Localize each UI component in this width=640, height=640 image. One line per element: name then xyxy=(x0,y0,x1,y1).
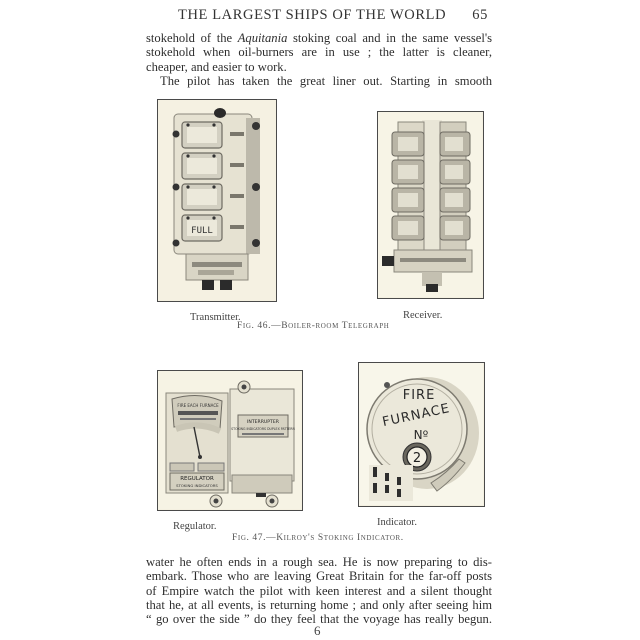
top-paragraph: stokehold of the Aquitania stoking coal … xyxy=(146,31,492,88)
running-head-title: THE LARGEST SHIPS OF THE WORLD xyxy=(178,7,447,23)
bottom-paragraph: water he often ends in a rough sea. He i… xyxy=(146,555,492,626)
text-line: stokehold when oil-burners are in use ; … xyxy=(146,45,492,60)
transmitter-photo: FULL xyxy=(157,99,277,302)
indicator-caption: Indicator. xyxy=(377,517,417,528)
svg-text:STOKING INDICATORS: STOKING INDICATORS xyxy=(176,483,218,488)
svg-text:FIRE: FIRE xyxy=(403,388,436,403)
svg-text:Nº: Nº xyxy=(414,428,429,442)
svg-text:FULL: FULL xyxy=(191,226,213,236)
indicator-photo: FIRE FURNACE Nº 2 xyxy=(358,362,485,507)
text-line: stokehold of the Aquitania stoking coal … xyxy=(146,31,492,45)
regulator-caption: Regulator. xyxy=(173,521,217,532)
running-head: THE LARGEST SHIPS OF THE WORLD 65 xyxy=(148,7,488,25)
svg-text:FIRE EACH FURNACE: FIRE EACH FURNACE xyxy=(177,403,219,408)
ship-name: Aquitania xyxy=(237,31,288,45)
figure-46-caption: Fig. 46.—Boiler-room Telegraph xyxy=(237,321,390,331)
transmitter-illustration: FULL xyxy=(158,100,275,300)
text-line: water he often ends in a rough sea. He i… xyxy=(146,555,492,569)
indicator-illustration: FIRE FURNACE Nº 2 xyxy=(359,363,483,505)
text-line: cheaper, and easier to work. xyxy=(146,59,287,74)
figure-47-caption: Fig. 47.—Kilroy's Stoking Indicator. xyxy=(232,533,404,543)
page-number: 65 xyxy=(472,7,488,23)
svg-text:STOKING INDICATORS DUPLEX PATT: STOKING INDICATORS DUPLEX PATTERN xyxy=(231,427,295,431)
svg-text:REGULATOR: REGULATOR xyxy=(180,476,214,482)
text-line: “ go over the side ” do they feel that t… xyxy=(146,612,492,627)
text-line: that he, at all events, is returning hom… xyxy=(146,597,492,612)
receiver-photo xyxy=(377,111,484,299)
text-line: embark. Those who are leaving Great Brit… xyxy=(146,569,492,584)
transmitter-caption: Transmitter. xyxy=(190,312,241,323)
folio-signature: 6 xyxy=(314,623,321,638)
text-line: The pilot has taken the great liner out.… xyxy=(160,73,492,88)
text-line: of Empire watch the pilot with keen inte… xyxy=(146,583,492,598)
svg-text:INTERRUPTER: INTERRUPTER xyxy=(247,419,280,425)
svg-text:2: 2 xyxy=(413,451,421,466)
receiver-illustration xyxy=(378,112,482,297)
regulator-photo: FIRE EACH FURNACE REGULATOR STOKING INDI… xyxy=(157,370,303,511)
regulator-illustration: FIRE EACH FURNACE REGULATOR STOKING INDI… xyxy=(158,371,301,509)
receiver-caption: Receiver. xyxy=(403,310,443,321)
